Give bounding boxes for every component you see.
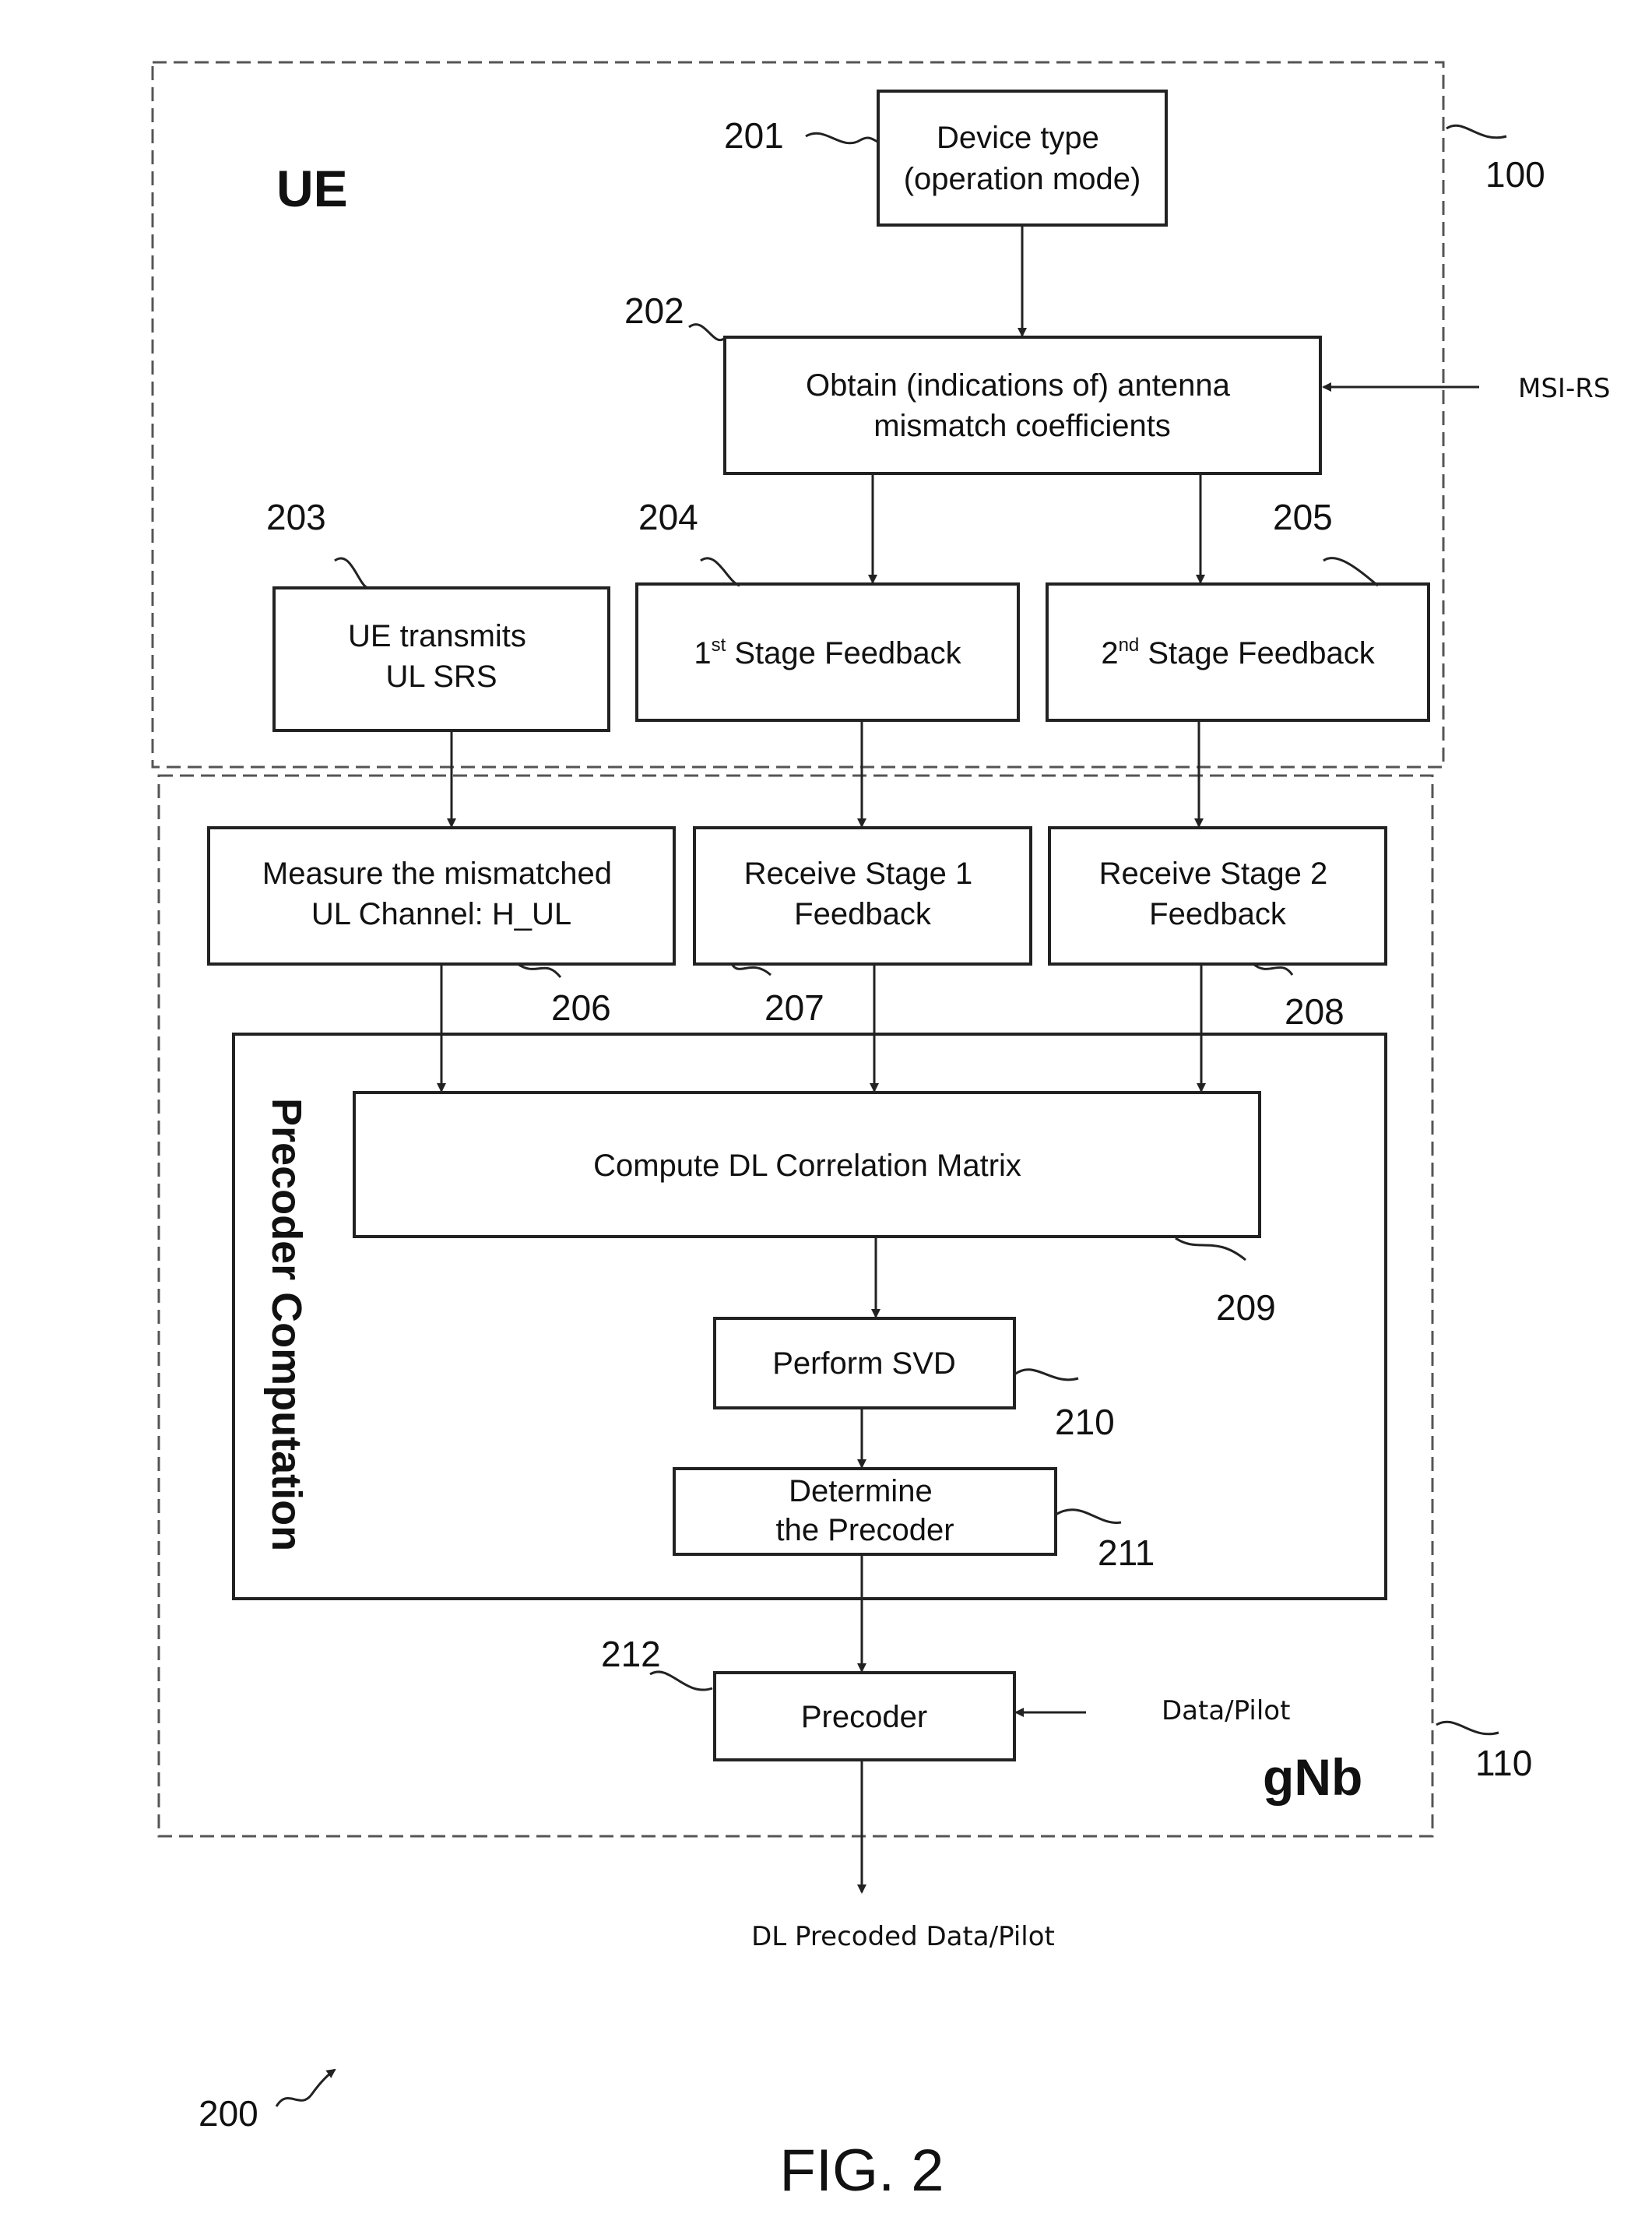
ref-210: 210 <box>1055 1402 1115 1442</box>
squiggle-200 <box>275 2068 336 2107</box>
determine-precoder-box <box>673 1467 1057 1556</box>
squiggle-205 <box>1323 557 1379 587</box>
receive-stage1-line2: Feedback <box>794 897 932 931</box>
squiggle-204 <box>700 557 740 587</box>
msi-rs-label: MSI-RS <box>1518 373 1610 404</box>
measure-line1: Measure the mismatched <box>262 857 612 891</box>
measure-text: Measure the mismatched UL Channel: H_UL <box>262 857 620 931</box>
determine-line1: Determine <box>789 1474 933 1508</box>
ref-205: 205 <box>1273 497 1333 537</box>
receive-stage2-box <box>1048 826 1387 966</box>
measure-line2: UL Channel: H_UL <box>311 897 571 931</box>
dl-output-label: DL Precoded Data/Pilot <box>751 1921 1055 1952</box>
stage2-feedback-text: 2nd Stage Feedback <box>1101 635 1375 670</box>
ref-207: 207 <box>764 987 824 1028</box>
squiggle-209 <box>1175 1237 1246 1262</box>
ref-209: 209 <box>1216 1287 1276 1328</box>
stage1-feedback-box <box>635 582 1020 722</box>
ref-202: 202 <box>624 290 684 331</box>
stage1-post: Stage Feedback <box>726 636 961 670</box>
obtain-line2: mismatch coefficients <box>873 409 1171 443</box>
squiggle-210 <box>1014 1368 1079 1381</box>
compute-correlation-text: Compute DL Correlation Matrix <box>593 1149 1021 1183</box>
obtain-line1: Obtain (indications of) antenna <box>806 368 1231 403</box>
figure-label: FIG. 2 <box>779 2138 944 2204</box>
squiggle-100 <box>1446 124 1507 139</box>
receive-stage1-text: Receive Stage 1 Feedback <box>744 857 982 931</box>
determine-line2: the Precoder <box>775 1513 954 1547</box>
ref-201: 201 <box>724 115 784 156</box>
determine-precoder-text: Determine the Precoder <box>775 1474 954 1547</box>
ref-203: 203 <box>266 497 326 537</box>
precoder-text: Precoder <box>801 1700 927 1734</box>
squiggle-110 <box>1436 1720 1499 1736</box>
ref-212: 212 <box>601 1634 661 1674</box>
device-type-line1: Device type <box>937 121 1099 155</box>
squiggle-211 <box>1055 1508 1122 1524</box>
stage1-feedback-text: 1st Stage Feedback <box>694 635 961 670</box>
gnb-label: gNb <box>1263 1748 1362 1806</box>
ref-110: 110 <box>1475 1743 1532 1783</box>
compute-correlation-box <box>353 1091 1261 1238</box>
device-type-box <box>877 90 1168 227</box>
ref-211: 211 <box>1098 1533 1155 1573</box>
squiggle-203 <box>334 557 368 589</box>
perform-svd-text: Perform SVD <box>772 1346 956 1381</box>
squiggle-208 <box>1253 962 1294 976</box>
obtain-text: Obtain (indications of) antenna mismatch… <box>806 368 1239 443</box>
device-type-line2: (operation mode) <box>904 162 1141 196</box>
squiggle-212 <box>649 1670 713 1691</box>
stage2-post: Stage Feedback <box>1139 636 1375 670</box>
gnb-region <box>157 774 1434 1838</box>
stage2-feedback-box <box>1046 582 1430 722</box>
squiggle-206 <box>517 962 562 978</box>
squiggle-202 <box>688 323 725 342</box>
perform-svd-box <box>713 1317 1016 1409</box>
device-type-text: Device type (operation mode) <box>904 121 1141 196</box>
receive-stage2-line2: Feedback <box>1149 897 1287 931</box>
ue-transmits-line1: UE transmits <box>348 619 526 653</box>
squiggle-201 <box>805 132 878 145</box>
receive-stage2-text: Receive Stage 2 Feedback <box>1099 857 1337 931</box>
ue-transmits-text: UE transmits UL SRS <box>348 619 535 694</box>
stage1-sup: st <box>712 635 726 656</box>
ue-label: UE <box>276 160 348 217</box>
obtain-box <box>723 336 1322 475</box>
ref-208: 208 <box>1285 991 1344 1032</box>
stage1-pre: 1 <box>694 636 711 670</box>
precoder-computation-label: Precoder Computation <box>263 1098 310 1551</box>
ref-100: 100 <box>1485 154 1545 195</box>
squiggle-207 <box>730 963 772 977</box>
ue-transmits-box <box>272 586 610 732</box>
stage2-sup: nd <box>1119 635 1140 656</box>
stage2-pre: 2 <box>1101 636 1118 670</box>
ue-transmits-line2: UL SRS <box>385 660 497 694</box>
ref-206: 206 <box>551 987 611 1028</box>
receive-stage1-box <box>693 826 1032 966</box>
receive-stage2-line1: Receive Stage 2 <box>1099 857 1328 891</box>
precoder-box <box>713 1671 1016 1761</box>
receive-stage1-line1: Receive Stage 1 <box>744 857 973 891</box>
ue-region <box>151 61 1445 769</box>
measure-box <box>207 826 676 966</box>
ref-200: 200 <box>199 2093 258 2134</box>
data-pilot-label: Data/Pilot <box>1162 1695 1290 1726</box>
ref-204: 204 <box>638 497 698 537</box>
